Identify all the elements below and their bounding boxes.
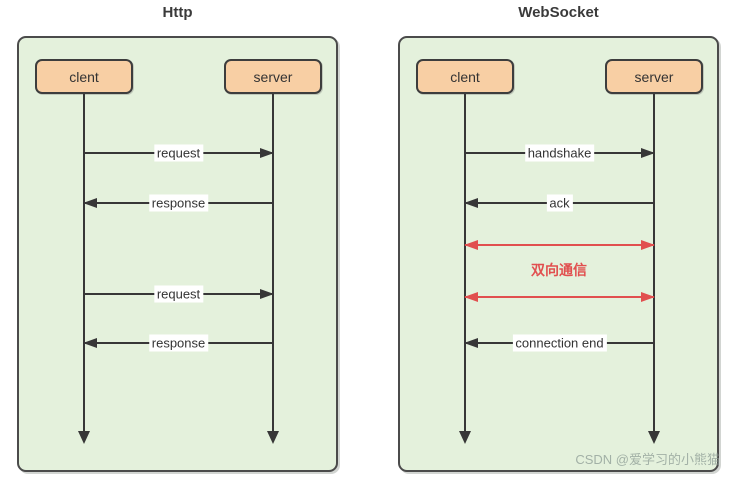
ws-server-box: server	[605, 59, 703, 94]
arrowhead-right-icon	[260, 148, 274, 158]
ws-client-box: clent	[416, 59, 514, 94]
ws-server-lifeline	[653, 94, 655, 431]
message-label: request	[153, 144, 204, 162]
arrow-down-icon	[267, 431, 279, 444]
message-line	[465, 296, 654, 298]
message-label: ack	[546, 194, 573, 212]
ws-message-handshake: handshake	[465, 144, 655, 162]
watermark: CSDN @爱学习的小熊猫	[575, 452, 720, 467]
ws-client-label: clent	[450, 68, 480, 85]
websocket-panel: clent server handshake ack 双向通信 connecti…	[398, 36, 720, 472]
arrowhead-left-icon	[83, 198, 97, 208]
message-label: connection end	[512, 334, 607, 352]
arrowhead-left-icon	[464, 292, 478, 302]
http-message-response-2: response	[83, 334, 273, 352]
http-server-box: server	[224, 59, 322, 94]
http-server-label: server	[253, 68, 293, 85]
arrowhead-right-icon	[641, 292, 655, 302]
ws-client-lifeline	[464, 94, 466, 431]
arrow-down-icon	[78, 431, 90, 444]
http-message-request-2: request	[84, 285, 274, 303]
ws-message-connection-end: connection end	[464, 334, 654, 352]
arrowhead-left-icon	[464, 240, 478, 250]
http-client-lifeline	[83, 94, 85, 431]
http-diagram-title: Http	[162, 4, 193, 21]
http-server-lifeline	[272, 94, 274, 431]
message-label: response	[148, 194, 209, 212]
ws-bidirectional-arrow-2	[464, 292, 655, 302]
arrowhead-right-icon	[260, 289, 274, 299]
websocket-diagram-title: WebSocket	[518, 4, 599, 21]
arrowhead-left-icon	[464, 338, 478, 348]
message-label: handshake	[524, 144, 595, 162]
http-client-label: clent	[69, 68, 99, 85]
arrowhead-right-icon	[641, 148, 655, 158]
message-line	[465, 244, 654, 246]
arrow-down-icon	[459, 431, 471, 444]
http-message-request-1: request	[84, 144, 274, 162]
arrowhead-left-icon	[464, 198, 478, 208]
message-label: response	[148, 334, 209, 352]
ws-server-label: server	[634, 68, 674, 85]
arrowhead-right-icon	[641, 240, 655, 250]
arrow-down-icon	[648, 431, 660, 444]
arrowhead-left-icon	[83, 338, 97, 348]
http-message-response-1: response	[83, 194, 273, 212]
message-label: request	[153, 285, 204, 303]
http-client-box: clent	[35, 59, 133, 94]
ws-message-ack: ack	[464, 194, 654, 212]
ws-bidirectional-label: 双向通信	[531, 262, 587, 278]
http-panel: clent server request response request re…	[17, 36, 338, 472]
ws-bidirectional-arrow-1	[464, 240, 655, 250]
